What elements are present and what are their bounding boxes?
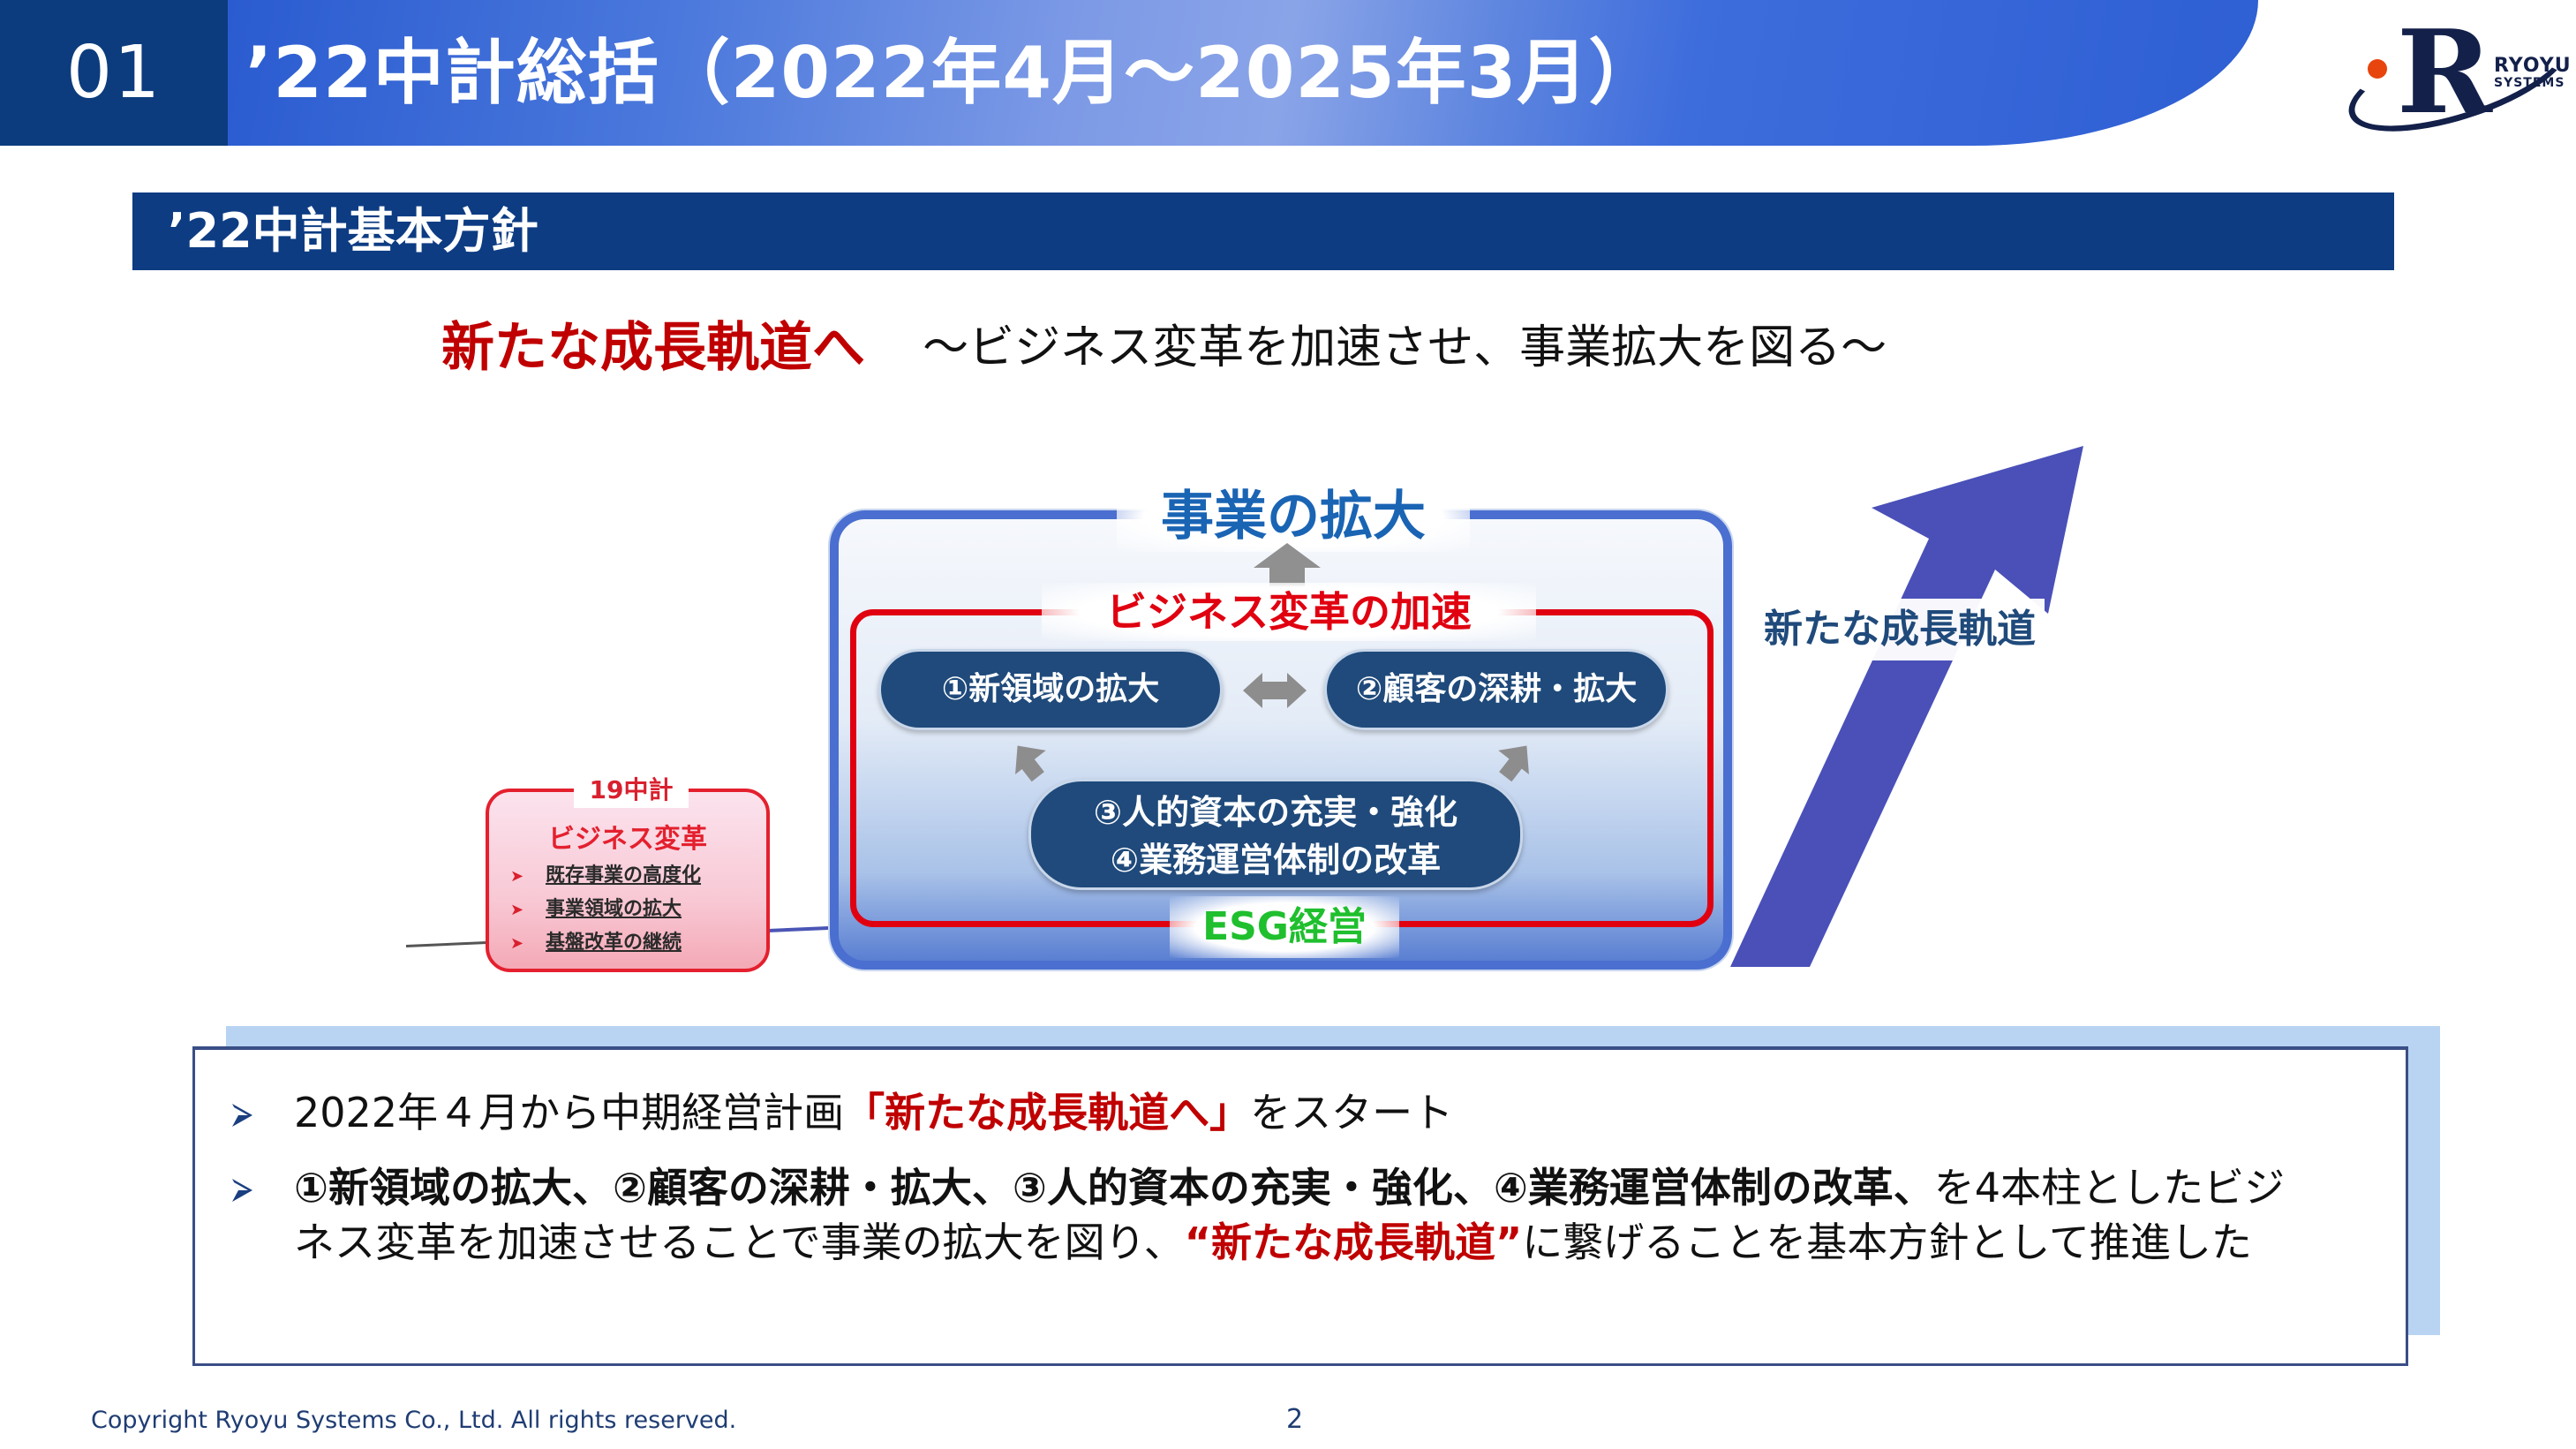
headline-main: 新たな成長軌道へ <box>441 317 865 379</box>
timeline-line-start <box>405 940 494 947</box>
esg-management-label: ESG経営 <box>1170 896 1399 958</box>
growth-trajectory-highlight: “新たな成長軌道” <box>1184 1219 1523 1266</box>
logo-dot-icon <box>2368 59 2387 79</box>
business-transformation-title: ビジネス変革の加速 <box>1042 583 1536 641</box>
slide-header: 01 ’22中計総括（2022年4月～2025年3月） R RYOYU SYST… <box>0 0 2576 153</box>
logo-letter: R <box>2397 4 2493 140</box>
section-title: ’22中計基本方針 <box>168 203 539 259</box>
arrow-bullet-icon: ➤ <box>510 934 524 953</box>
page-number: 2 <box>1286 1404 1304 1435</box>
arrow-bullet-icon <box>232 1179 252 1202</box>
arrow-bullet-icon <box>232 1104 252 1127</box>
growth-arrow-icon <box>1730 446 2083 967</box>
previous-plan-list: ➤既存事業の高度化 ➤事業領域の拡大 ➤基盤改革の継続 <box>510 859 701 960</box>
section-number: 01 <box>65 31 162 115</box>
copyright-text: Copyright Ryoyu Systems Co., Ltd. All ri… <box>91 1407 737 1434</box>
company-logo: R RYOYU SYSTEMS <box>2331 6 2576 153</box>
arrow-bullet-icon: ➤ <box>510 901 524 919</box>
list-item: ➤基盤改革の継続 <box>510 926 701 960</box>
pillar-human-capital-operations: ③人的資本の充実・強化 ④業務運営体制の改革 <box>1028 779 1523 890</box>
logo-wordmark: RYOYU SYSTEMS <box>2494 55 2572 91</box>
summary-box: 2022年４月から中期経営計画「新たな成長軌道へ」をスタート ①新領域の拡大、②… <box>192 1046 2408 1366</box>
list-item: ➤事業領域の拡大 <box>510 893 701 926</box>
business-expansion-title: 事業の拡大 <box>1117 481 1470 552</box>
headline-sub: ～ビジネス変革を加速させ、事業拡大を図る～ <box>923 321 1887 374</box>
logo-line2: SYSTEMS <box>2494 76 2565 91</box>
pillar-operations-reform: ④業務運営体制の改革 <box>1110 841 1442 879</box>
section-bar: ’22中計基本方針 <box>132 192 2394 270</box>
four-pillars-text: ①新領域の拡大、②顧客の深耕・拡大、③人的資本の充実・強化、④業務運営体制の改革… <box>294 1164 1934 1211</box>
growth-label: 新たな成長軌道 <box>1755 599 2045 660</box>
timeline-line-middle <box>767 925 840 932</box>
up-arrow-icon <box>1254 543 1321 568</box>
plan-name-highlight: 「新たな成長軌道へ」 <box>844 1089 1251 1136</box>
logo-line1: RYOYU <box>2494 55 2572 77</box>
pillar-customer-deepening: ②顧客の深耕・拡大 <box>1324 649 1668 730</box>
slide-title: ’22中計総括（2022年4月～2025年3月） <box>245 32 1661 114</box>
headline: 新たな成長軌道へ ～ビジネス変革を加速させ、事業拡大を図る～ <box>441 305 1887 384</box>
header-band <box>228 0 2258 146</box>
pillar-new-domain: ①新領域の拡大 <box>878 649 1223 730</box>
summary-text-2: ①新領域の拡大、②顧客の深耕・拡大、③人的資本の充実・強化、④業務運営体制の改革… <box>294 1164 2286 1266</box>
arrow-bullet-icon: ➤ <box>510 867 524 886</box>
summary-text-1: 2022年４月から中期経営計画「新たな成長軌道へ」をスタート <box>294 1089 1454 1136</box>
previous-plan-subtitle: ビジネス変革 <box>548 824 707 855</box>
list-item: ➤既存事業の高度化 <box>510 859 701 893</box>
double-arrow-icon <box>1243 673 1307 708</box>
pillar-human-capital: ③人的資本の充実・強化 <box>1093 793 1458 832</box>
previous-plan-title: 19中計 <box>574 773 689 808</box>
section-number-box: 01 <box>0 0 228 146</box>
